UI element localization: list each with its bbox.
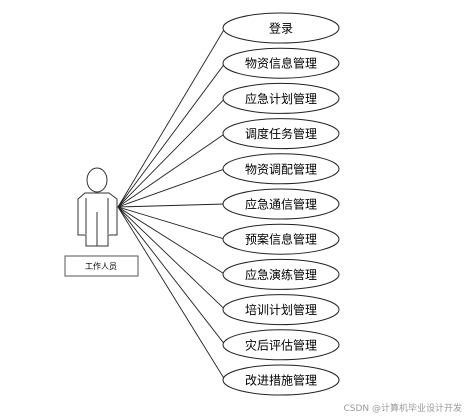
use-case-label: 改进措施管理 [245,373,317,388]
use-case-label: 预案信息管理 [245,232,317,247]
use-case: 物资信息管理 [222,47,340,79]
use-case-oval [222,294,340,326]
use-case: 应急通信管理 [222,188,340,220]
use-case: 预案信息管理 [222,223,340,255]
association-lines [117,27,226,381]
use-case: 调度任务管理 [222,118,340,150]
actor-head [86,167,108,193]
association-line [117,206,226,275]
association-line [117,27,226,208]
use-case: 应急计划管理 [222,82,340,114]
use-case-oval [222,12,340,44]
use-case-oval [222,364,340,396]
association-line [117,206,226,240]
actor-figure [77,167,118,247]
use-case-oval [222,329,340,361]
use-case-list: 登录物资信息管理应急计划管理调度任务管理物资调配管理应急通信管理预案信息管理应急… [222,12,340,396]
association-line [117,203,226,208]
use-case: 物资调配管理 [222,153,340,185]
actor-label: 工作人员 [85,261,117,271]
use-case-label: 灾后评估管理 [245,337,317,352]
use-case-oval [222,47,340,79]
use-case-label: 应急通信管理 [245,197,317,212]
use-case-label: 登录 [269,21,293,36]
association-line [117,62,226,208]
actor-label-box [64,255,139,277]
use-case: 应急演练管理 [222,258,340,290]
use-case-label: 物资调配管理 [245,161,317,176]
use-case: 培训计划管理 [222,294,340,326]
use-case: 登录 [222,12,340,44]
association-line [117,98,226,208]
association-line [117,206,226,310]
use-case-oval [222,188,340,220]
use-case-oval [222,258,340,290]
use-case-label: 调度任务管理 [245,126,317,141]
use-case-oval [222,223,340,255]
use-case-oval [222,118,340,150]
use-case-label: 应急演练管理 [245,267,317,282]
association-line [117,168,226,208]
association-line [117,206,226,381]
use-case: 灾后评估管理 [222,329,340,361]
use-case-label: 物资信息管理 [245,56,317,71]
watermark: CSDN @计算机毕业设计开发 [343,402,462,414]
use-case-oval [222,82,340,114]
use-case-oval [222,153,340,185]
association-line [117,206,226,346]
use-case: 改进措施管理 [222,364,340,396]
association-line [117,133,226,208]
use-case-label: 培训计划管理 [245,302,317,317]
use-case-label: 应急计划管理 [245,91,317,106]
